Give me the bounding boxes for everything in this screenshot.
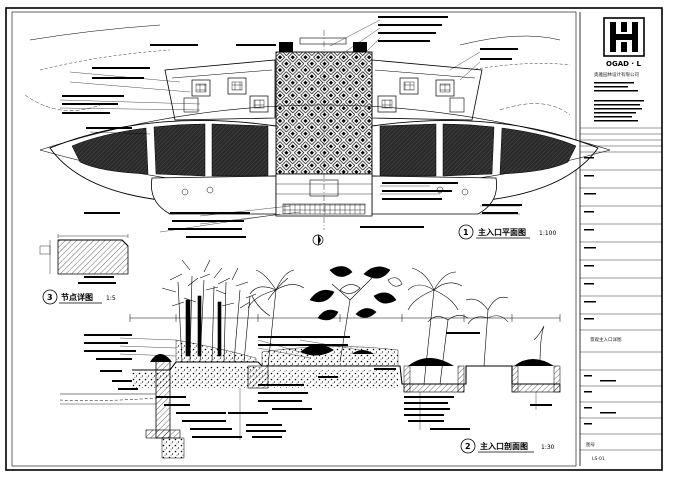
section-view-title: 主入口剖面图 bbox=[480, 441, 528, 451]
detail-view-title: 节点详图 bbox=[61, 292, 93, 302]
plan-view: 1 主入口平面图 1:100 bbox=[24, 16, 611, 246]
detail-view-number-circle bbox=[42, 289, 58, 305]
section-view-number: 2 bbox=[465, 442, 471, 451]
bamboo-cluster bbox=[161, 259, 257, 363]
section-view: 2 主入口剖面图 1:30 bbox=[59, 259, 561, 459]
logo-text: OGAD · L bbox=[606, 60, 641, 68]
shrub-right bbox=[465, 296, 545, 367]
plan-view-number-circle bbox=[458, 224, 474, 240]
sheet-number: LS-01 bbox=[592, 456, 605, 462]
palm-tree-left bbox=[247, 269, 305, 367]
outer-frame bbox=[5, 7, 663, 471]
sheet-label: 图号 bbox=[586, 442, 595, 448]
detail-view-number: 3 bbox=[47, 293, 53, 302]
broadleaf-tree bbox=[309, 266, 403, 363]
inner-frame bbox=[11, 11, 577, 467]
title-block: OGAD · L 奥雅园林设计有限公司 bbox=[579, 12, 662, 466]
plan-view-title: 主入口平面图 bbox=[478, 227, 526, 237]
plan-view-number: 1 bbox=[463, 228, 469, 237]
company-logo bbox=[603, 17, 645, 57]
company-name: 奥雅园林设计有限公司 bbox=[594, 71, 639, 78]
plan-view-scale: 1:100 bbox=[539, 230, 556, 237]
detail-view: 3 节点详图 1:5 bbox=[39, 234, 129, 305]
drawing-name: 景观主入口详图 bbox=[590, 336, 622, 343]
section-view-number-circle bbox=[460, 438, 476, 454]
detail-view-scale: 1:5 bbox=[106, 295, 116, 302]
palm-tree-right bbox=[407, 267, 469, 385]
section-view-scale: 1:30 bbox=[541, 444, 555, 451]
